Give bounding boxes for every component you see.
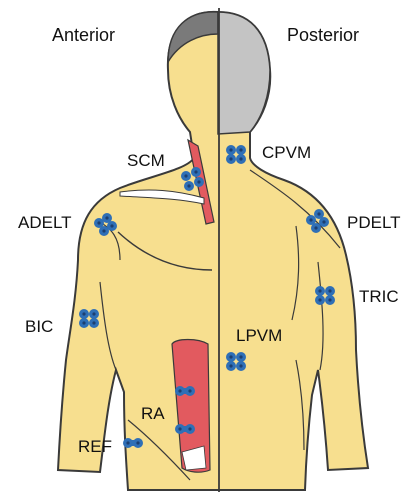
label-scm: SCM [127,152,165,169]
label-tric: TRIC [359,288,399,305]
posterior-heading: Posterior [287,26,359,44]
label-pdelt: PDELT [347,214,401,231]
body-outline [58,12,368,490]
hair-back-of-head [218,12,270,134]
label-ref: REF [78,438,112,455]
anterior-heading: Anterior [52,26,115,44]
label-adelt: ADELT [18,214,72,231]
label-cpvm: CPVM [262,144,311,161]
label-ra: RA [141,405,165,422]
label-lpvm: LPVM [236,327,282,344]
label-bic: BIC [25,318,53,335]
